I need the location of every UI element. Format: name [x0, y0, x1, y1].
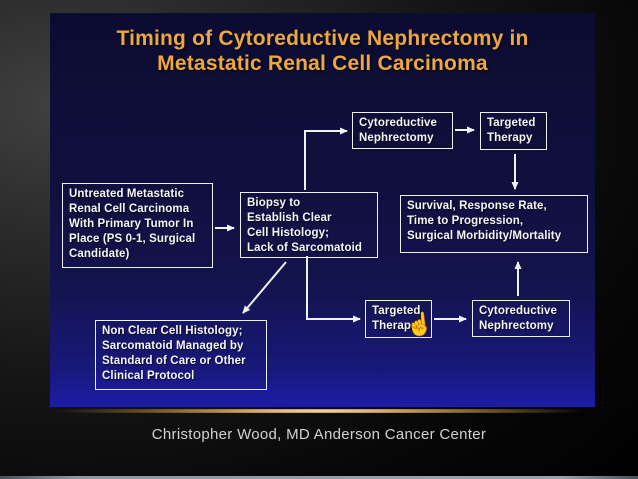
edge-biopsy-to-targeted-bottom: [306, 256, 361, 323]
attribution-text: Christopher Wood, MD Anderson Cancer Cen…: [151, 426, 487, 443]
node-biopsy: Biopsy to Establish Clear Cell Histology…: [240, 192, 378, 258]
slide-title: Timing of Cytoreductive Nephrectomy in M…: [116, 27, 529, 76]
node-untreated-metastatic-rcc: Untreated Metastatic Renal Cell Carcinom…: [62, 183, 213, 268]
slide-surface[interactable]: Timing of Cytoreductive Nephrectomy in M…: [50, 13, 595, 407]
node-targeted-therapy-first: Targeted Therapy: [365, 300, 432, 338]
slide-bottom-glow-divider: [42, 409, 598, 413]
node-non-clear-cell-histology: Non Clear Cell Histology; Sarcomatoid Ma…: [95, 320, 267, 390]
node-outcomes: Survival, Response Rate, Time to Progres…: [400, 195, 588, 253]
viewer-bottom-edge: [0, 476, 638, 479]
edge-biopsy-to-nonclear: [242, 261, 287, 314]
edge-biopsy-to-cyto-top: [304, 127, 348, 190]
node-cytoreductive-nephrectomy-first: Cytoreductive Nephrectomy: [352, 112, 453, 149]
node-cytoreductive-nephrectomy-second: Cytoreductive Nephrectomy: [472, 300, 570, 337]
node-targeted-therapy-second: Targeted Therapy: [480, 112, 547, 150]
